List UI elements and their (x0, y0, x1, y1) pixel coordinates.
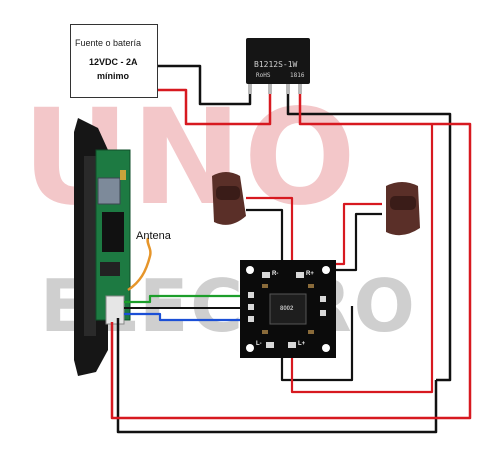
amp-pad-rplus (296, 272, 304, 278)
amp-chip (269, 293, 307, 325)
converter-date-label: 1816 (290, 72, 305, 79)
mp3-usb-port (97, 177, 121, 205)
speaker-left-grill (216, 186, 240, 200)
wires (110, 64, 472, 434)
converter-rohs-label: RoHS (256, 72, 271, 79)
amp-chip-label: 8002 (280, 306, 294, 312)
amp-hole-bl (246, 344, 254, 352)
power-supply-minimum: mínimo (97, 71, 130, 81)
wire-amp-vcc (290, 124, 434, 394)
wire-audio-left (124, 294, 250, 304)
amp-pad-in2 (248, 304, 254, 310)
power-supply-title: Fuente o batería (75, 38, 142, 48)
antenna-label: Antena (136, 230, 171, 242)
converter-pin-4 (298, 84, 302, 94)
amp-label-lplus: L+ (298, 341, 306, 347)
wire-conv-gnd-a (286, 90, 452, 382)
wire-lspk-pos (246, 196, 294, 262)
amp-label-rplus: R+ (306, 271, 314, 277)
amp-pad-lminus (266, 342, 274, 348)
speaker-right (386, 182, 420, 236)
wire-conv-gnd-b (116, 318, 438, 434)
power-supply-box: Fuente o batería 12VDC - 2A mínimo (70, 24, 158, 98)
speaker-right-grill (390, 196, 416, 210)
mp3-chip (102, 212, 124, 252)
mp3-ic-small (100, 262, 120, 276)
converter-body (246, 38, 310, 84)
mp3-module (74, 118, 131, 376)
amplifier-board (240, 260, 336, 358)
amp-pad-lplus (288, 342, 296, 348)
amp-cap-4 (308, 330, 314, 334)
mp3-terminal-block (105, 295, 125, 325)
wire-supply-gnd (156, 64, 252, 106)
antenna-wire (127, 237, 152, 292)
wire-supply-vcc (156, 88, 272, 126)
converter-pin-1 (248, 84, 252, 94)
amp-hole-br (322, 344, 330, 352)
amp-cap-1 (262, 284, 268, 288)
amp-cap-2 (308, 284, 314, 288)
converter-model-label: B1212S-1W (254, 60, 298, 69)
mp3-crystal (120, 170, 126, 180)
dc-converter (246, 38, 310, 94)
amp-pad-in1 (248, 292, 254, 298)
power-supply-rating: 12VDC - 2A (89, 57, 138, 67)
amp-pad-in3 (248, 316, 254, 322)
wire-amp-gnd (280, 306, 354, 382)
wire-lspk-neg (246, 208, 284, 262)
amp-pad-out2 (320, 310, 326, 316)
converter-pin-3 (286, 84, 290, 94)
converter-pin-2 (268, 84, 272, 94)
wire-conv-vcc (110, 90, 472, 420)
mp3-panel-edge (84, 156, 96, 336)
amp-hole-tl (246, 266, 254, 274)
wire-rspk-neg (322, 212, 382, 272)
amp-label-rminus: R- (272, 271, 279, 277)
amp-pad-rminus (262, 272, 270, 278)
amp-label-lminus: L- (256, 341, 262, 347)
amp-hole-tr (322, 266, 330, 274)
amp-cap-3 (262, 330, 268, 334)
speaker-left (212, 172, 246, 225)
wire-audio-right (124, 312, 250, 322)
amp-pad-out1 (320, 296, 326, 302)
